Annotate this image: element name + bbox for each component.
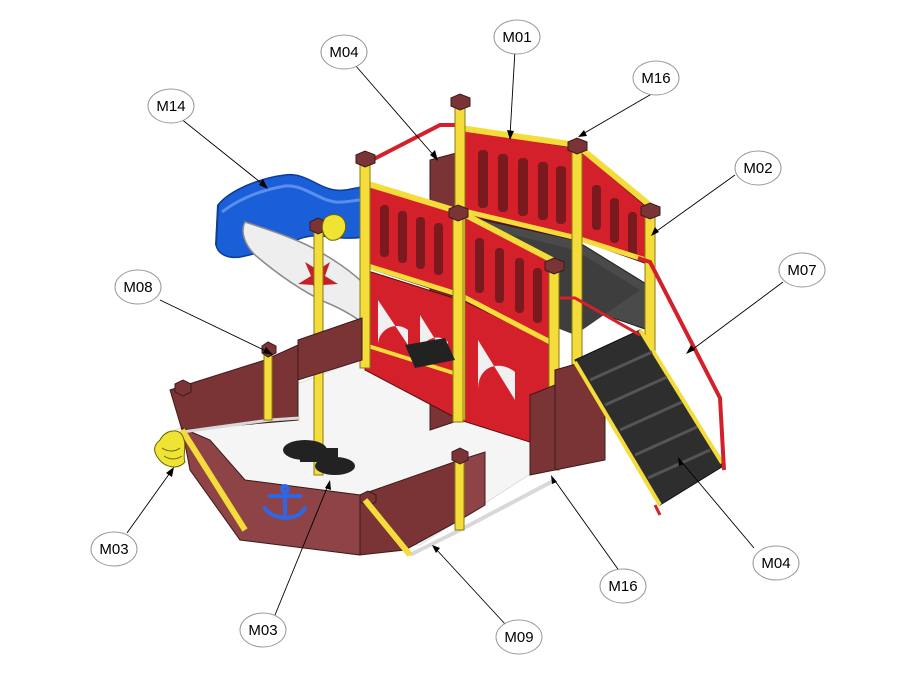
callout-label: M03 — [248, 622, 277, 639]
stairs — [560, 256, 726, 516]
front-balustrade — [364, 180, 558, 377]
callout-m04-top: M04 — [320, 34, 368, 70]
anchor-icon — [263, 484, 307, 520]
callout-m07: M07 — [778, 252, 826, 288]
post-caps — [309, 93, 661, 275]
dragon-figurehead-icon — [154, 430, 186, 468]
callout-label: M07 — [787, 262, 816, 279]
callout-label: M14 — [156, 98, 185, 115]
callout-label: M04 — [329, 44, 358, 61]
callout-m16-top: M16 — [632, 60, 680, 96]
back-balustrade — [459, 125, 654, 266]
callout-m08: M08 — [114, 269, 162, 305]
callout-m03-left: M03 — [90, 531, 138, 567]
playground-structure — [154, 93, 726, 557]
callout-m01-top: M01 — [493, 19, 541, 55]
callout-label: M02 — [743, 160, 772, 177]
callout-label: M16 — [608, 578, 637, 595]
callout-label: M16 — [641, 70, 670, 87]
leader-lines — [126, 49, 784, 625]
dragon-small-icon — [321, 214, 347, 241]
callout-m09: M09 — [495, 619, 543, 655]
callout-m03-bottom: M03 — [239, 612, 287, 648]
callout-label: M08 — [123, 279, 152, 296]
callout-m02: M02 — [734, 150, 782, 186]
boat-hull — [169, 317, 556, 557]
callout-label: M04 — [761, 555, 790, 572]
callout-label: M03 — [99, 541, 128, 558]
callout-label: M09 — [504, 629, 533, 646]
mast-base — [283, 440, 355, 475]
tower-base-plate — [405, 338, 455, 368]
leader-arrowheads — [166, 130, 695, 553]
callout-m16-bottom: M16 — [599, 568, 647, 604]
callout-m14: M14 — [147, 88, 195, 124]
callout-m04-right: M04 — [752, 545, 800, 581]
callout-label: M01 — [502, 29, 531, 46]
